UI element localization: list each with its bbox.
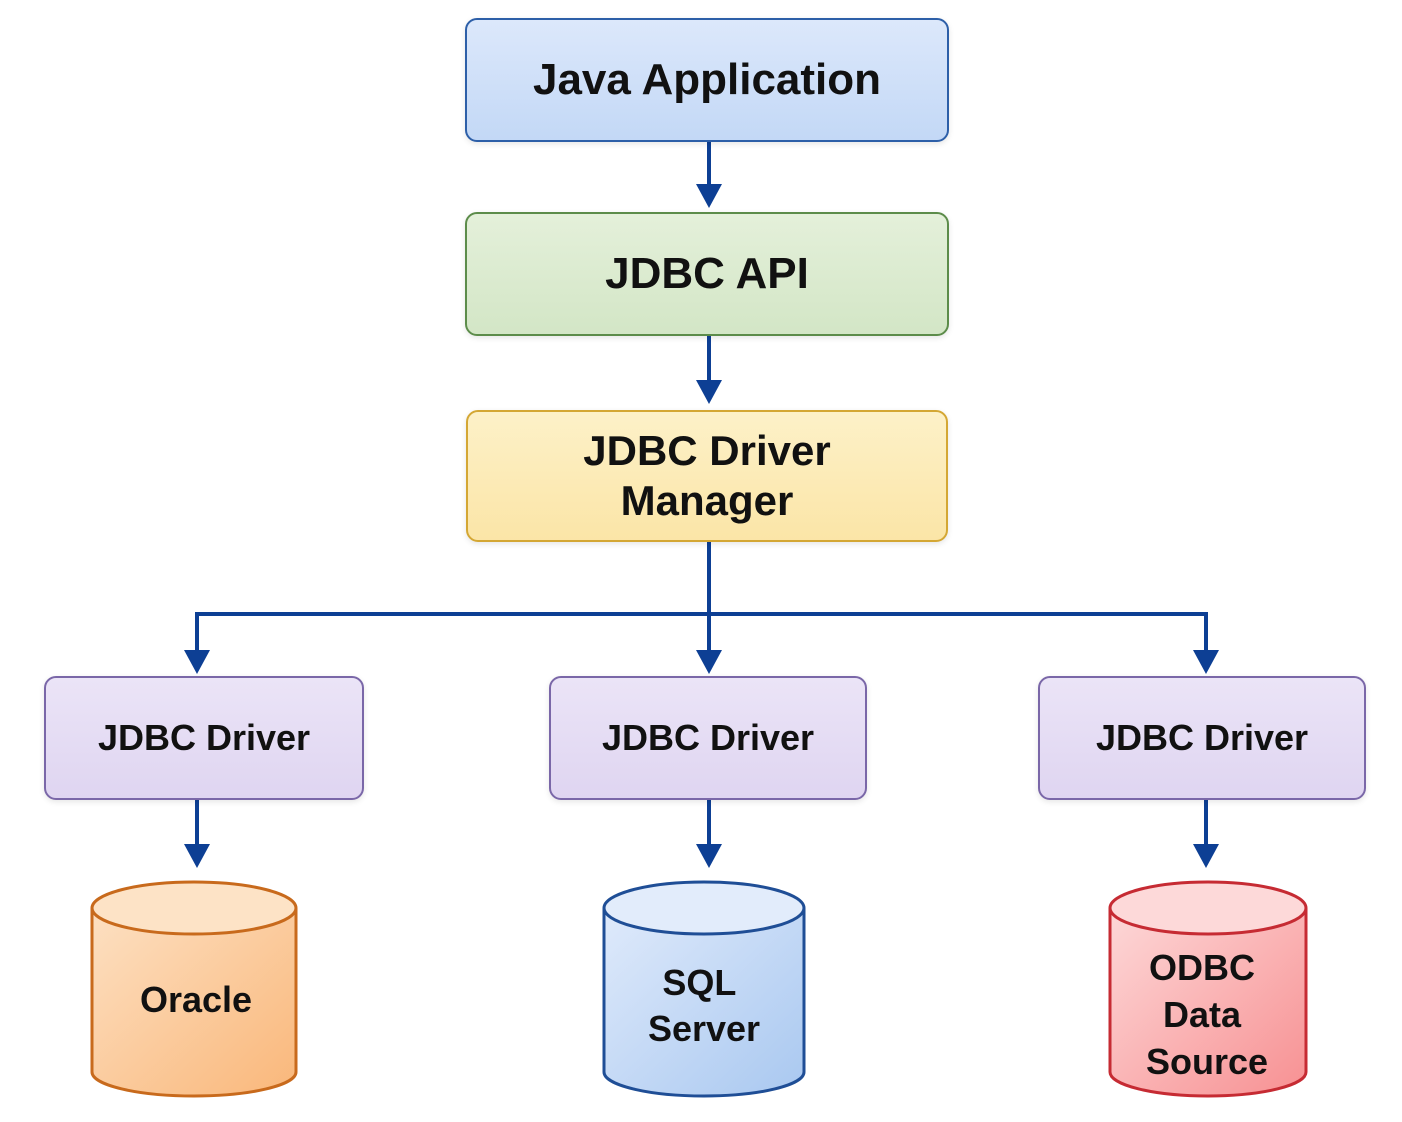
java-application-label: Java Application [532, 54, 882, 104]
database-sql-server: SQL Server [602, 880, 806, 1098]
edge-driver-to-oracle [184, 800, 210, 868]
edge-driver-to-sqlserver [696, 800, 722, 868]
database-odbc-data-source: ODBC Data Source [1108, 880, 1308, 1098]
edge-java-to-api [696, 142, 722, 208]
jdbc-driver-box-odbc: JDBC Driver [1038, 676, 1366, 800]
jdbc-driver-manager-box: JDBC Driver Manager [466, 410, 948, 542]
jdbc-driver-box-oracle: JDBC Driver [44, 676, 364, 800]
jdbc-driver-manager-label: JDBC Driver Manager [583, 426, 831, 524]
database-oracle-label: Oracle [140, 979, 252, 1020]
jdbc-driver-box-sql-server: JDBC Driver [549, 676, 867, 800]
edge-driver-to-odbc [1193, 800, 1219, 868]
jdbc-driver-label: JDBC Driver [1095, 717, 1309, 759]
java-application-box: Java Application [465, 18, 949, 142]
jdbc-api-label: JDBC API [605, 248, 809, 298]
jdbc-driver-label: JDBC Driver [601, 717, 815, 759]
database-oracle: Oracle [90, 880, 298, 1098]
database-odbc-label: ODBC Data Source [1146, 947, 1268, 1082]
database-sql-server-label: SQL Server [648, 962, 760, 1049]
edge-manager-to-drivers [184, 542, 1219, 674]
jdbc-driver-label: JDBC Driver [97, 717, 311, 759]
edge-api-to-manager [696, 336, 722, 404]
jdbc-api-box: JDBC API [465, 212, 949, 336]
